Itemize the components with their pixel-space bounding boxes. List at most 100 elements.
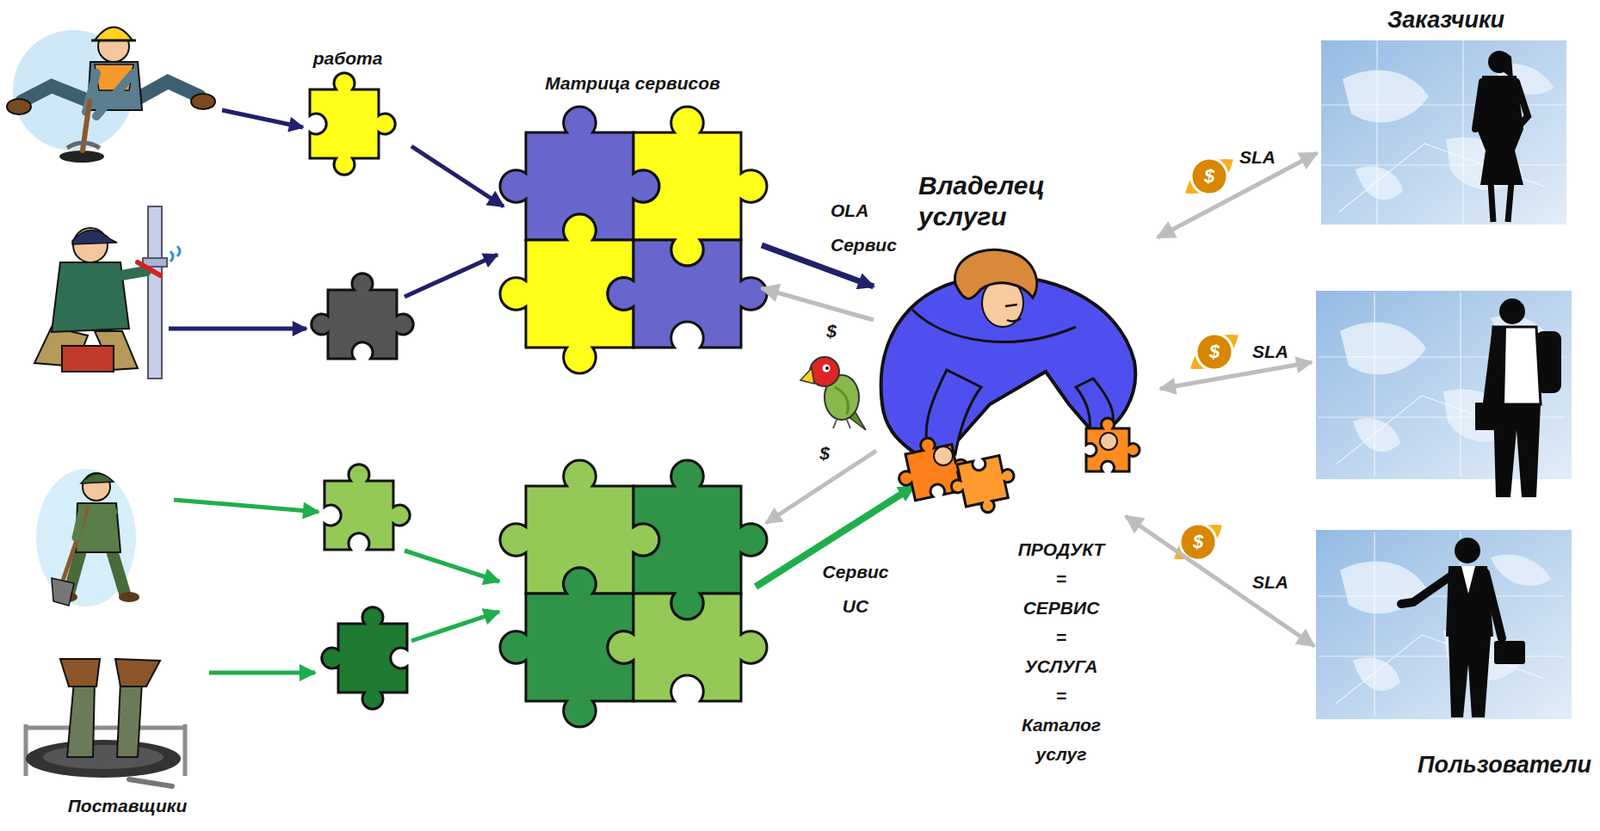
worker-figure [60, 659, 100, 687]
worker-figure [6, 98, 31, 115]
label-holder: $ [1209, 339, 1220, 365]
worker-figure [111, 550, 125, 594]
flow-arrow [1157, 153, 1317, 238]
puzzle-piece [311, 273, 414, 359]
worker-figure [67, 142, 100, 149]
edge-label: $ [826, 320, 837, 343]
parrot-icon [800, 357, 866, 431]
parrot-icon [833, 420, 851, 429]
node-heading: работа [284, 47, 412, 70]
parrot-icon [834, 387, 848, 415]
puzzle-piece [321, 607, 408, 710]
customer-panel-art [1485, 573, 1502, 639]
money-icon [1183, 324, 1247, 380]
node-heading: Пользователи [1314, 750, 1592, 780]
owner-figure [881, 249, 1140, 519]
note-label: Поставщики [67, 795, 188, 818]
worker-figure [43, 745, 164, 770]
worker-figure [61, 345, 114, 372]
puzzle-piece [309, 73, 414, 710]
puzzle-piece [309, 73, 396, 175]
label-holder: $ [1204, 164, 1215, 189]
owner-figure [1099, 432, 1118, 451]
worker-figure [21, 86, 95, 104]
edge-label-holder: SLA [1252, 571, 1289, 594]
worker-figure [96, 73, 134, 117]
worker-figure [72, 229, 118, 245]
worker-figure [34, 206, 180, 379]
worker-figure [80, 473, 114, 484]
note-label: SLA [1252, 340, 1289, 364]
label-holder: $ [819, 442, 830, 465]
service-matrix-art [607, 593, 767, 702]
customer-panel-art [1475, 81, 1528, 130]
flow-arrow [222, 110, 303, 128]
customer-panel-art [1490, 182, 1512, 223]
worker-figure [170, 246, 180, 262]
customer-panel-art [1475, 402, 1496, 431]
worker-figure [36, 469, 140, 607]
customer-panel-art [1499, 298, 1526, 325]
worker-figure [51, 578, 75, 606]
flow-arrow [1160, 362, 1312, 390]
worker-figure [67, 681, 95, 758]
flow-arrow [411, 146, 504, 207]
customer-panel-art [1321, 40, 1567, 225]
node-heading: Заказчики [1316, 5, 1576, 35]
customer-panel-art [1318, 531, 1564, 717]
flow-arrow [1125, 516, 1315, 647]
service-matrix: Матрица сервисов [503, 72, 762, 391]
worker-figure [12, 30, 134, 151]
money-icon [1163, 144, 1249, 574]
parrot-icon [825, 366, 829, 371]
edge-label: SLA [1252, 571, 1289, 594]
connector-layer [411, 146, 1317, 647]
edge-label-holder: SLA [1239, 146, 1276, 169]
worker-figure [148, 206, 162, 379]
customer-panel-art [1315, 530, 1572, 720]
flow-arrow [761, 288, 874, 321]
worker-figure [6, 27, 216, 164]
worker-figure [94, 27, 133, 42]
money-icon [1189, 327, 1240, 377]
worker-figure [191, 93, 216, 110]
puzzle-piece: работа [284, 47, 412, 177]
customer-panel-art [1493, 404, 1541, 498]
worker-figure [115, 659, 161, 687]
flow-arrow [168, 110, 1312, 674]
money-icon [1178, 148, 1242, 204]
flow-arrow [173, 500, 319, 513]
parrot-icon [800, 368, 815, 384]
service-matrix-art [500, 460, 767, 728]
owner-figure [881, 276, 1137, 453]
worker-figure [129, 779, 173, 787]
customer-panel-art [1454, 537, 1481, 564]
worker-figure [25, 659, 186, 787]
node-heading: Матрица сервисов [503, 72, 762, 95]
user-panel: Пользователи [1314, 528, 1592, 780]
flow-arrow [411, 611, 500, 642]
worker-figure [118, 592, 140, 603]
money-icon [1173, 517, 1224, 568]
worker-figure [137, 262, 161, 276]
flow-arrow [209, 671, 316, 676]
label-holder: SLA [1252, 340, 1289, 364]
label-holder: ПРОДУКТ = СЕРВИС = УСЛУГА = Каталог услу… [1018, 535, 1106, 770]
customer-panel-art [1494, 641, 1526, 665]
label-holder: $ [1192, 530, 1204, 555]
note-label: Сервис UC [822, 555, 890, 624]
puzzle-piece [324, 464, 410, 550]
label-holder: Поставщики [67, 795, 188, 818]
customer-panel-art [1315, 530, 1572, 720]
flow-arrow [404, 550, 500, 582]
owner-figure [955, 249, 1038, 299]
flow-arrow [168, 327, 307, 332]
owner-figure [933, 446, 953, 466]
owner-figure [946, 453, 1020, 519]
money-symbol: $ [1209, 339, 1220, 365]
service-matrix-art [607, 240, 767, 348]
edge-label-holder: OLA Сервис [830, 193, 897, 263]
label-holder: Сервис UC [822, 555, 890, 624]
customer-panel-art [1461, 566, 1476, 594]
